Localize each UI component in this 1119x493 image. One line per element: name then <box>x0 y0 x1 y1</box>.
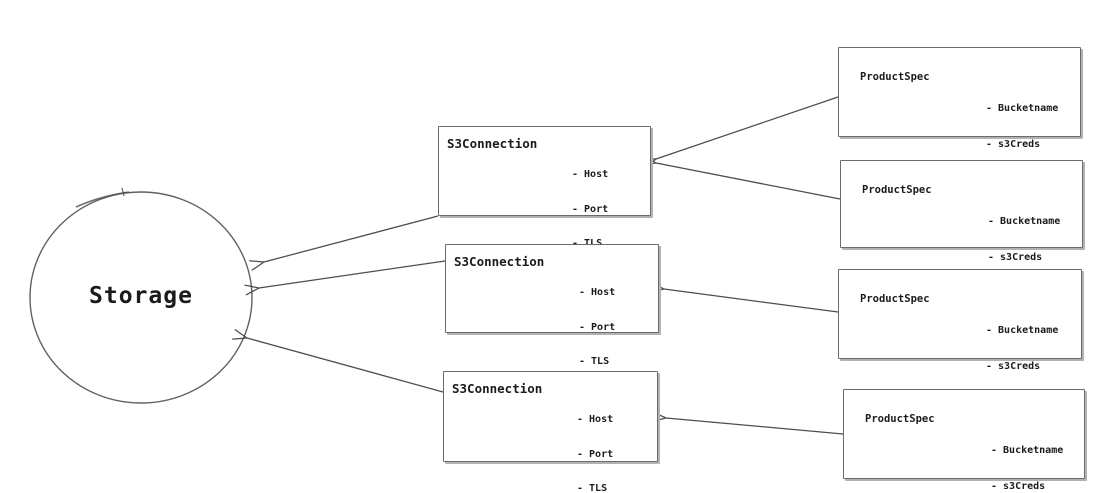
node-attribute: - Bucketname <box>986 325 1059 336</box>
node-attribute: - Bucketname <box>986 103 1059 114</box>
node-title: S3Connection <box>452 381 543 396</box>
node-attribute: - Host <box>579 287 616 298</box>
circle-sketch-tick <box>121 187 125 197</box>
node-title: S3Connection <box>447 136 538 151</box>
node-attribute: - s3Creds <box>991 481 1046 492</box>
node-title: ProductSpec <box>860 71 930 83</box>
node-attribute: - s3Creds <box>988 252 1043 263</box>
node-attributes: - Bucketname - s3Creds <box>991 421 1063 493</box>
s3-connection-node-2: S3Connection - Host - Port - TLS <box>445 244 659 367</box>
node-attributes: - Host - Port - TLS <box>577 391 613 493</box>
edge-product-spec-2-to-s3-connection-1 <box>641 154 841 200</box>
edge-product-spec-1-to-s3-connection-1 <box>641 96 839 169</box>
edge-s3-connection-3-to-storage <box>232 328 444 393</box>
node-attribute: - Bucketname <box>991 445 1064 456</box>
node-attributes: - Bucketname - s3Creds <box>988 192 1060 288</box>
product-spec-node-2: ProductSpec - Bucketname - s3Creds <box>840 160 1083 263</box>
edge-s3-connection-1-to-storage <box>249 215 439 271</box>
node-attribute: - TLS <box>577 483 608 493</box>
node-title: ProductSpec <box>865 413 935 425</box>
node-attribute: - Host <box>577 414 614 425</box>
node-attribute: - Port <box>579 321 616 333</box>
node-attributes: - Host - Port - TLS <box>579 264 615 391</box>
node-title: ProductSpec <box>860 293 930 305</box>
product-spec-node-1: ProductSpec - Bucketname - s3Creds <box>838 47 1081 150</box>
storage-node-circle <box>29 191 253 404</box>
s3-connection-node-3: S3Connection - Host - Port - TLS <box>443 371 658 493</box>
node-attribute: - Port <box>572 203 609 215</box>
node-title: S3Connection <box>454 254 545 269</box>
node-attribute: - Host <box>572 169 609 180</box>
node-attribute: - s3Creds <box>986 361 1041 372</box>
edge-product-spec-3-to-s3-connection-2 <box>649 281 839 313</box>
node-attribute: - Port <box>577 448 614 460</box>
circle-sketch-overdraw <box>75 191 130 208</box>
product-spec-node-3: ProductSpec - Bucketname - s3Creds <box>838 269 1082 372</box>
node-attributes: - Host - Port - TLS <box>572 146 608 273</box>
node-attribute: - Bucketname <box>988 216 1061 227</box>
node-title: ProductSpec <box>862 184 932 196</box>
node-attributes: - Bucketname - s3Creds <box>986 79 1058 175</box>
node-attribute: - s3Creds <box>986 139 1041 150</box>
node-attribute: - TLS <box>579 356 610 367</box>
edge-s3-connection-2-to-storage <box>244 260 446 296</box>
edge-product-spec-4-to-s3-connection-3 <box>651 411 844 435</box>
node-attribute: - TLS <box>572 238 608 250</box>
storage-node-label: Storage <box>89 283 193 309</box>
s3-connection-node-1: S3Connection - Host - Port - TLS <box>438 126 651 249</box>
node-attributes: - Bucketname - s3Creds <box>986 301 1058 397</box>
product-spec-node-4: ProductSpec - Bucketname - s3Creds <box>843 389 1085 492</box>
